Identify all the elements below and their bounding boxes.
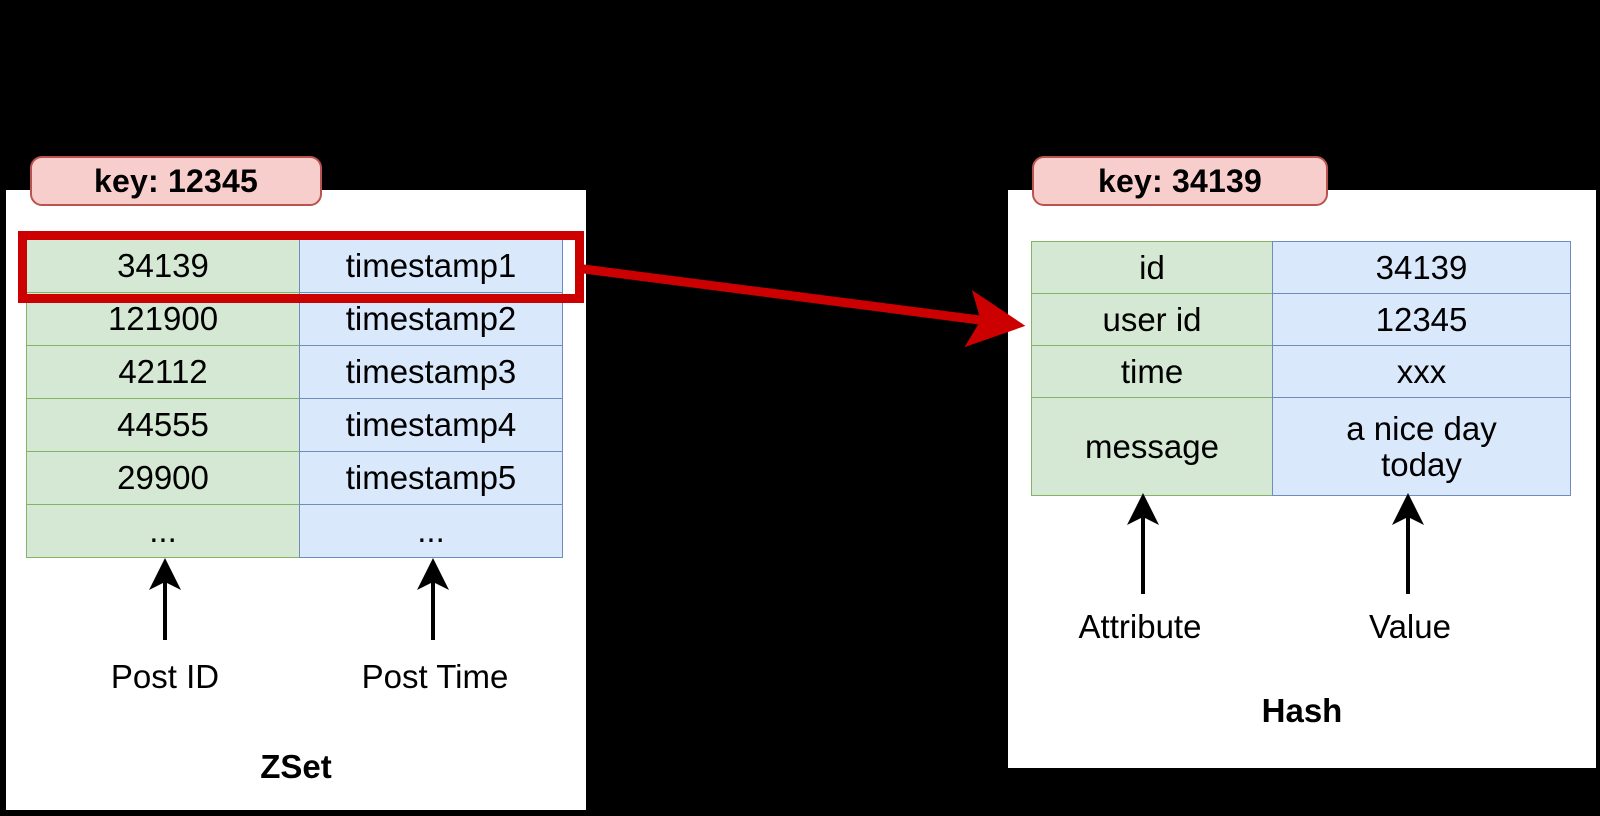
hash-value-label: Value bbox=[1369, 608, 1451, 645]
zset-key-badge: key: 12345 bbox=[30, 156, 322, 206]
table-row[interactable]: 42112 timestamp3 bbox=[26, 345, 564, 399]
table-row[interactable]: ... ... bbox=[26, 504, 564, 558]
table-row[interactable]: 29900 timestamp5 bbox=[26, 451, 564, 505]
hash-key-badge: key: 34139 bbox=[1032, 156, 1328, 206]
hash-attribute-cell: id bbox=[1031, 241, 1273, 294]
zset-to-hash-connector-arrow bbox=[575, 263, 1026, 348]
table-row[interactable]: user id 12345 bbox=[1031, 293, 1572, 346]
zset-post-id-cell: ... bbox=[26, 504, 300, 558]
table-row[interactable]: message a nice day today bbox=[1031, 397, 1572, 496]
highlight-box-first-row bbox=[18, 231, 584, 303]
zset-post-id-label: Post ID bbox=[110, 658, 220, 695]
hash-value-cell: 34139 bbox=[1272, 241, 1571, 294]
zset-post-id-cell: 29900 bbox=[26, 451, 300, 505]
hash-caption: Hash bbox=[1261, 692, 1343, 729]
hash-table: id 34139 user id 12345 time xxx message … bbox=[1031, 241, 1572, 496]
hash-attribute-label: Attribute bbox=[1078, 608, 1202, 645]
zset-post-id-cell: 42112 bbox=[26, 345, 300, 399]
hash-value-cell: 12345 bbox=[1272, 293, 1571, 346]
zset-table: 34139 timestamp1 121900 timestamp2 42112… bbox=[26, 239, 564, 558]
zset-post-id-cell: 34139 bbox=[26, 239, 300, 293]
hash-attribute-cell: user id bbox=[1031, 293, 1273, 346]
zset-caption: ZSet bbox=[260, 748, 332, 785]
zset-post-time-cell: timestamp3 bbox=[299, 345, 563, 399]
zset-post-time-cell: timestamp4 bbox=[299, 398, 563, 452]
table-row[interactable]: 44555 timestamp4 bbox=[26, 398, 564, 452]
zset-post-time-cell: timestamp5 bbox=[299, 451, 563, 505]
hash-value-cell: a nice day today bbox=[1272, 397, 1571, 496]
hash-attribute-cell: time bbox=[1031, 345, 1273, 398]
hash-attribute-cell: message bbox=[1031, 397, 1273, 496]
hash-value-cell: xxx bbox=[1272, 345, 1571, 398]
zset-post-time-cell: ... bbox=[299, 504, 563, 558]
zset-post-id-cell: 44555 bbox=[26, 398, 300, 452]
table-row[interactable]: time xxx bbox=[1031, 345, 1572, 398]
zset-post-time-label: Post Time bbox=[361, 658, 509, 695]
table-row[interactable]: id 34139 bbox=[1031, 241, 1572, 294]
